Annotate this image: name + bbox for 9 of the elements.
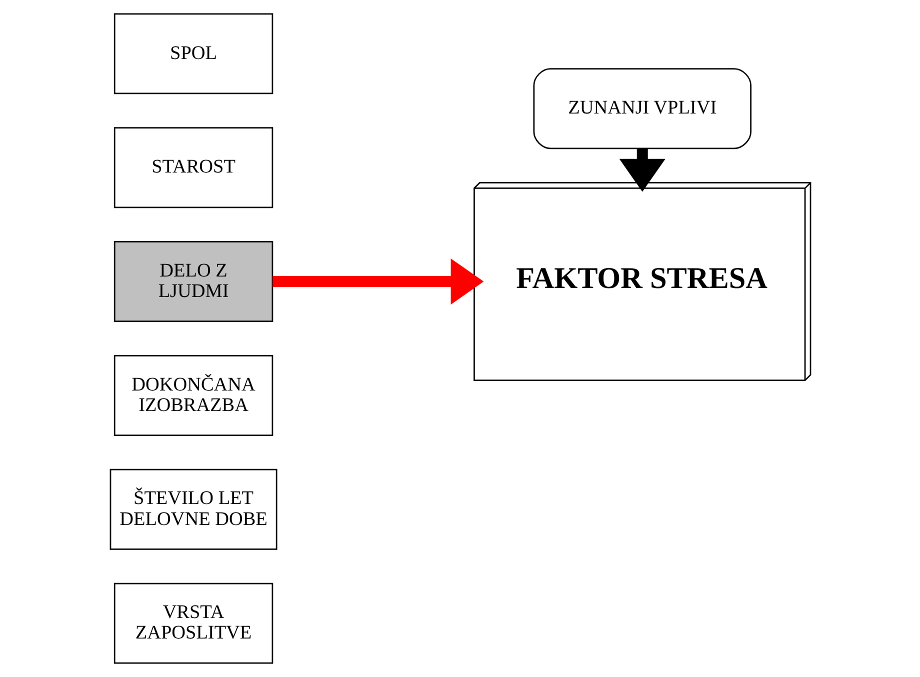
- node-box: ZUNANJI VPLIVI: [532, 68, 751, 150]
- node-box: SPOL: [113, 13, 273, 94]
- arrow: [272, 258, 484, 305]
- node-box: DELO Z LJUDMI: [113, 241, 273, 322]
- node-box: ŠTEVILO LET DELOVNE DOBE: [109, 468, 277, 550]
- node-box: VRSTA ZAPOSLITVE: [113, 582, 273, 664]
- node-box: DOKONČANA IZOBRAZBA: [113, 354, 273, 436]
- node-box: STAROST: [113, 127, 273, 208]
- arrow: [618, 148, 665, 192]
